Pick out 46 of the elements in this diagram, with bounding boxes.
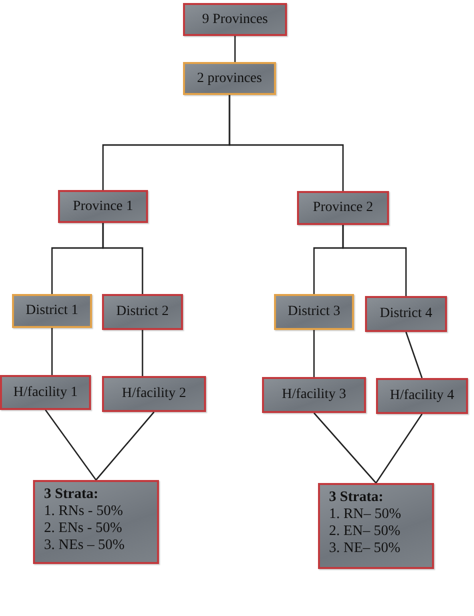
connector-line xyxy=(102,223,144,294)
process-box xyxy=(102,376,206,412)
list-item: 3. NE– 50% xyxy=(329,540,400,557)
box-label: District 2 xyxy=(116,304,169,320)
connector-line xyxy=(142,330,144,376)
process-box xyxy=(262,377,366,413)
strata-box xyxy=(318,483,434,569)
connector-line xyxy=(313,330,315,377)
box-label: H/facility 2 xyxy=(122,386,186,402)
process-box xyxy=(102,294,183,330)
box-label: Province 1 xyxy=(72,198,134,214)
connector-line xyxy=(51,328,53,375)
list-item: 1. RNs - 50% xyxy=(44,503,123,520)
list-item: 2. EN– 50% xyxy=(329,523,400,540)
process-box xyxy=(297,191,389,225)
list-heading: 3 Strata: xyxy=(44,486,98,503)
strata-box xyxy=(33,480,159,564)
box-label: H/facility 4 xyxy=(390,388,454,404)
list-item: 1. RN– 50% xyxy=(329,506,402,523)
box-label: 9 Provinces xyxy=(202,12,268,28)
connector-line xyxy=(342,225,407,296)
box-label: District 4 xyxy=(380,306,432,322)
process-box xyxy=(365,296,447,332)
connector-line xyxy=(405,332,423,378)
connector-line xyxy=(228,95,344,191)
process-box xyxy=(183,62,276,95)
connector-line xyxy=(234,36,236,62)
list-item: 3. NEs – 50% xyxy=(44,537,125,554)
process-box xyxy=(0,375,91,410)
list-heading: 3 Strata: xyxy=(329,489,384,506)
connector-line xyxy=(375,414,423,484)
connector-line xyxy=(313,412,377,484)
process-box xyxy=(12,294,92,328)
box-label: H/facility 1 xyxy=(13,384,78,400)
process-box xyxy=(58,190,148,223)
box-label: District 1 xyxy=(26,303,78,319)
connector-line xyxy=(44,410,97,480)
box-label: H/facility 3 xyxy=(282,387,346,403)
box-label: Province 2 xyxy=(312,200,374,216)
box-label: District 3 xyxy=(288,304,340,320)
process-box xyxy=(183,3,287,36)
connector-line xyxy=(95,412,155,480)
process-box xyxy=(274,294,354,330)
process-box xyxy=(376,378,468,414)
list-item: 2. ENs - 50% xyxy=(44,520,122,537)
box-label: 2 provinces xyxy=(197,70,262,86)
